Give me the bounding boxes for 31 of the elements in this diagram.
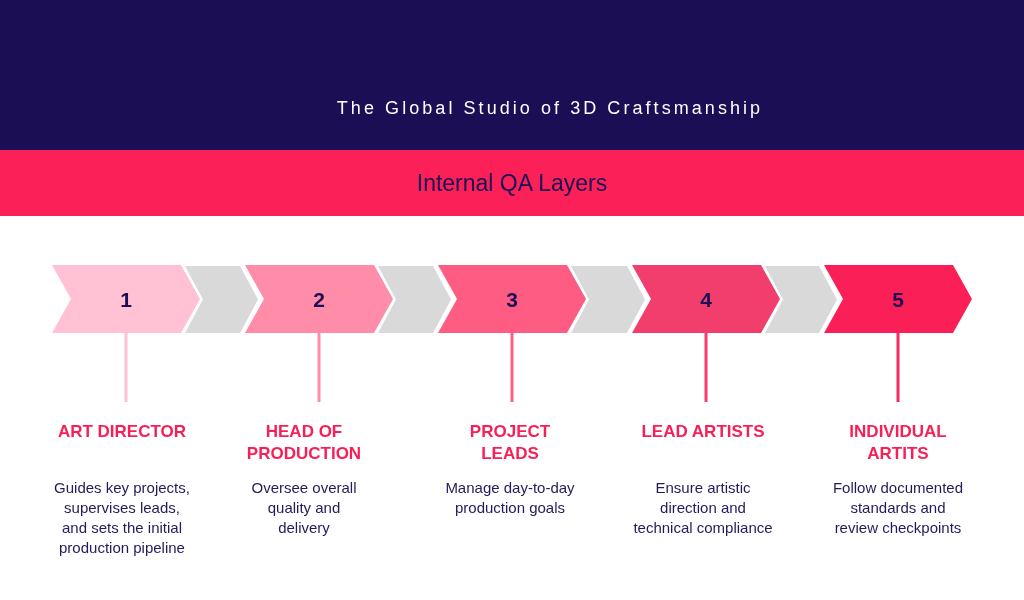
step-number: 3 — [506, 288, 518, 310]
tagline: The Global Studio of 3D Craftsmanship — [335, 97, 765, 120]
chevron-step — [52, 265, 200, 333]
step-number: 1 — [120, 288, 132, 310]
connector-line — [896, 333, 900, 402]
role-description: Guides key projects, supervises leads, and sets the initial production pipeline — [53, 478, 191, 558]
role-description: Oversee overall quality and delivery — [250, 478, 358, 538]
step-number: 5 — [892, 288, 904, 310]
role-title: HEAD OF PRODUCTION — [245, 421, 363, 465]
role-title: INDIVIDUAL ARTITS — [848, 421, 948, 465]
step-number: 4 — [700, 288, 712, 310]
chevron-arrow — [571, 266, 645, 333]
role-description: Ensure artistic direction and technical compliance — [632, 478, 774, 538]
chevron-step — [824, 265, 972, 333]
chevron-arrow — [765, 266, 837, 333]
chevron-step — [245, 265, 393, 333]
role-title: LEAD ARTISTS — [641, 421, 765, 443]
connector-line — [317, 333, 321, 402]
diagram-title: Internal QA Layers — [416, 169, 608, 198]
chevron-arrow — [185, 266, 258, 333]
role-description: Manage day-to-day production goals — [444, 478, 576, 518]
role-title: ART DIRECTOR — [57, 421, 187, 443]
role-description: Follow documented standards and review checkpoints — [831, 478, 965, 538]
connector-line — [124, 333, 128, 402]
connector-line — [704, 333, 708, 402]
step-number: 2 — [313, 288, 325, 310]
chevron-arrow — [378, 266, 451, 333]
chevron-step — [438, 265, 586, 333]
chevron-step — [632, 265, 780, 333]
connector-line — [510, 333, 514, 402]
role-title: PROJECT LEADS — [468, 421, 552, 465]
